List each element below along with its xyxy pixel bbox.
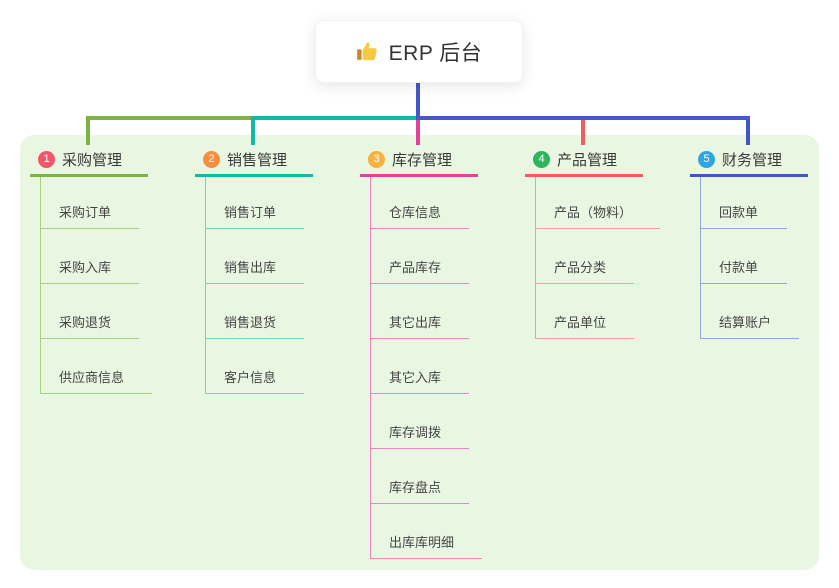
child-node-label[interactable]: 客户信息 — [206, 367, 305, 394]
branch-title-label: 采购管理 — [62, 152, 123, 169]
child-node[interactable]: 采购订单 — [41, 177, 181, 229]
child-node-label[interactable]: 采购退货 — [41, 312, 140, 339]
child-node-label[interactable]: 其它入库 — [371, 367, 470, 394]
child-node[interactable]: 库存调拨 — [371, 394, 511, 449]
child-node[interactable]: 客户信息 — [206, 339, 346, 394]
child-node[interactable]: 采购入库 — [41, 229, 181, 284]
branch-title-label: 财务管理 — [722, 152, 783, 169]
branch-children: 产品（物料） 产品分类产品单位 — [535, 177, 676, 339]
branch-number-badge: 5 — [698, 151, 715, 168]
branch-number-badge: 1 — [38, 151, 55, 168]
branch-title[interactable]: 1 采购管理 — [30, 145, 148, 177]
child-node[interactable]: 其它出库 — [371, 284, 511, 339]
branch-children: 采购订单采购入库采购退货供应商信息 — [40, 177, 181, 394]
branch-title-label: 库存管理 — [392, 152, 453, 169]
child-node-label[interactable]: 产品（物料） — [536, 202, 661, 229]
child-node[interactable]: 产品分类 — [536, 229, 676, 284]
child-node[interactable]: 采购退货 — [41, 284, 181, 339]
child-node-label[interactable]: 产品单位 — [536, 312, 635, 339]
child-node-label[interactable]: 供应商信息 — [41, 367, 153, 394]
thumbs-up-icon — [356, 40, 379, 63]
connector-drop-4 — [581, 120, 585, 145]
connector-drop-3 — [416, 120, 420, 145]
branch-children: 仓库信息产品库存其它出库其它入库库存调拨库存盘点出库库明细 — [370, 177, 511, 559]
connector-horizontal-mid — [251, 116, 420, 120]
child-node[interactable]: 销售出库 — [206, 229, 346, 284]
connector-drop-2 — [251, 120, 255, 145]
branches-panel — [20, 135, 819, 570]
child-node[interactable]: 产品单位 — [536, 284, 676, 339]
child-node[interactable]: 销售退货 — [206, 284, 346, 339]
branch-title[interactable]: 5 财务管理 — [690, 145, 808, 177]
child-node[interactable]: 产品（物料） — [536, 177, 676, 229]
child-node[interactable]: 供应商信息 — [41, 339, 181, 394]
child-node-label[interactable]: 回款单 — [701, 202, 787, 229]
branch-number-badge: 2 — [203, 151, 220, 168]
child-node-label[interactable]: 销售退货 — [206, 312, 305, 339]
branch-title[interactable]: 2 销售管理 — [195, 145, 313, 177]
connector-horizontal-right — [416, 116, 750, 120]
child-node-label[interactable]: 其它出库 — [371, 312, 470, 339]
root-node[interactable]: ERP 后台 — [315, 20, 523, 83]
branch-title[interactable]: 4 产品管理 — [525, 145, 643, 177]
child-node[interactable]: 结算账户 — [701, 284, 839, 339]
child-node[interactable]: 仓库信息 — [371, 177, 511, 229]
branch-node-4: 4 产品管理 产品（物料） 产品分类产品单位 — [525, 145, 685, 339]
root-node-label: ERP 后台 — [388, 41, 483, 65]
child-node[interactable]: 其它入库 — [371, 339, 511, 394]
child-node-label[interactable]: 库存盘点 — [371, 477, 470, 504]
child-node[interactable]: 付款单 — [701, 229, 839, 284]
connector-horizontal-left — [86, 116, 255, 120]
child-node[interactable]: 产品库存 — [371, 229, 511, 284]
child-node-label[interactable]: 产品库存 — [371, 257, 470, 284]
branch-number-badge: 4 — [533, 151, 550, 168]
child-node[interactable]: 回款单 — [701, 177, 839, 229]
branch-number-badge: 3 — [368, 151, 385, 168]
child-node-label[interactable]: 库存调拨 — [371, 422, 470, 449]
child-node-label[interactable]: 仓库信息 — [371, 202, 470, 229]
connector-drop-1 — [86, 120, 90, 145]
child-node-label[interactable]: 销售订单 — [206, 202, 305, 229]
child-node-label[interactable]: 出库库明细 — [371, 532, 483, 559]
branch-node-1: 1 采购管理 采购订单采购入库采购退货供应商信息 — [30, 145, 190, 394]
branch-title[interactable]: 3 库存管理 — [360, 145, 478, 177]
branch-children: 销售订单销售出库销售退货客户信息 — [205, 177, 346, 394]
branch-title-label: 销售管理 — [227, 152, 288, 169]
branch-node-3: 3 库存管理 仓库信息产品库存其它出库其它入库库存调拨库存盘点出库库明细 — [360, 145, 520, 559]
child-node-label[interactable]: 采购订单 — [41, 202, 140, 229]
child-node[interactable]: 出库库明细 — [371, 504, 511, 559]
branch-children: 回款单付款单结算账户 — [700, 177, 839, 339]
child-node[interactable]: 销售订单 — [206, 177, 346, 229]
child-node-label[interactable]: 采购入库 — [41, 257, 140, 284]
child-node[interactable]: 库存盘点 — [371, 449, 511, 504]
branch-node-5: 5 财务管理 回款单付款单结算账户 — [690, 145, 839, 339]
branch-title-label: 产品管理 — [557, 152, 618, 169]
connector-root-vertical — [416, 83, 420, 116]
child-node-label[interactable]: 销售出库 — [206, 257, 305, 284]
branch-node-2: 2 销售管理 销售订单销售出库销售退货客户信息 — [195, 145, 355, 394]
child-node-label[interactable]: 结算账户 — [701, 312, 800, 339]
child-node-label[interactable]: 付款单 — [701, 257, 787, 284]
connector-drop-5 — [746, 120, 750, 145]
child-node-label[interactable]: 产品分类 — [536, 257, 635, 284]
